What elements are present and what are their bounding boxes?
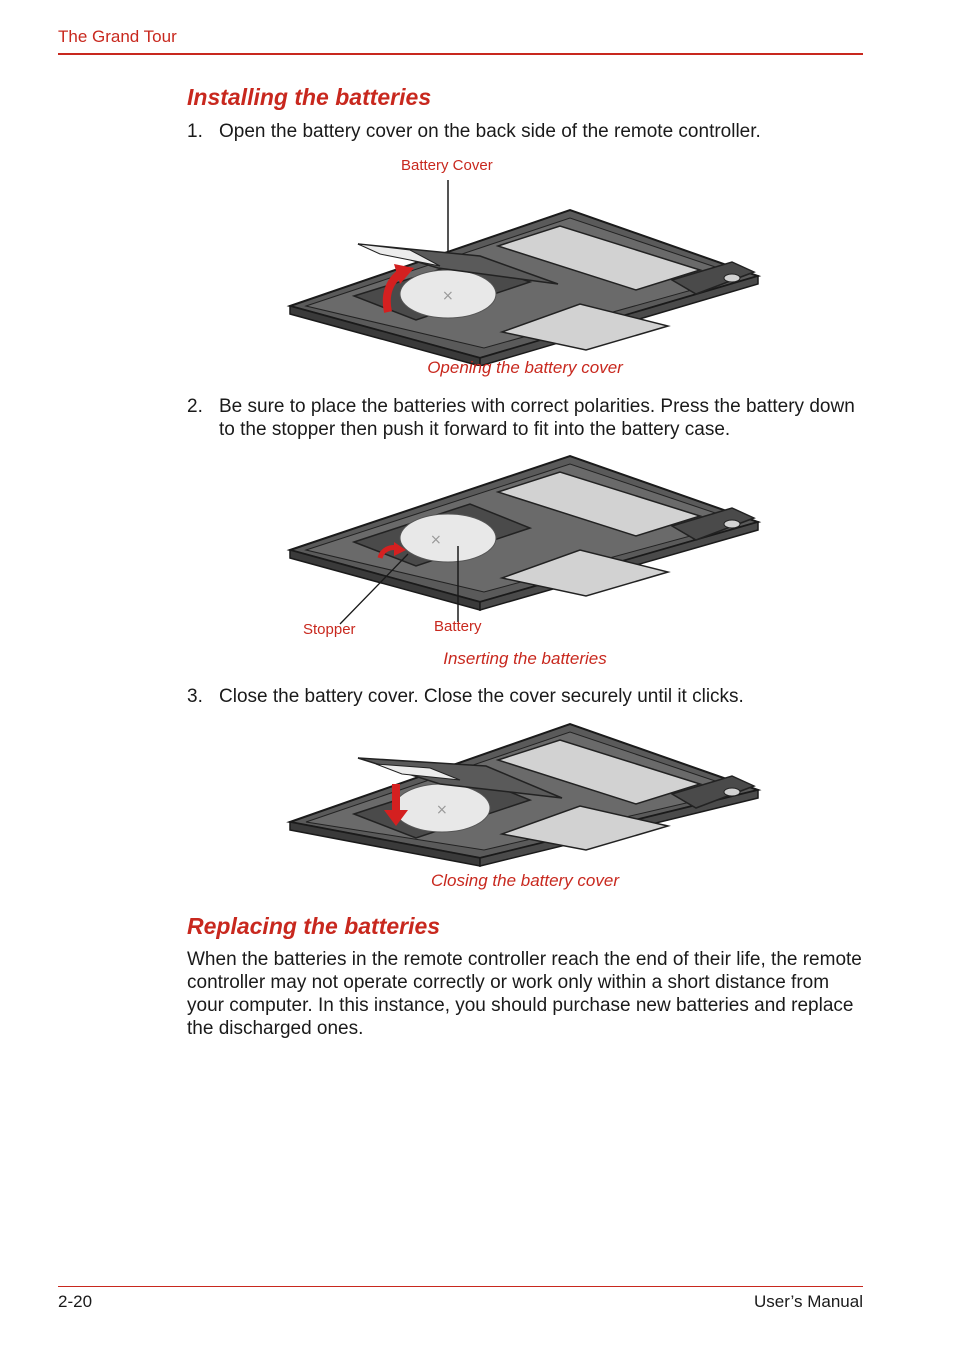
step-text: Close the battery cover. Close the cover… <box>219 686 744 707</box>
installing-heading: Installing the batteries <box>187 84 432 110</box>
header-rule <box>58 53 863 55</box>
figure-caption-closing: Closing the battery cover <box>430 871 620 890</box>
stopper-label: Stopper <box>303 621 356 638</box>
battery-cover-label: Battery Cover <box>401 157 493 174</box>
figure-caption-opening: Opening the battery cover <box>427 358 623 377</box>
step-text: Open the battery cover on the back side … <box>219 121 761 142</box>
inserting-batteries-figure: × <box>286 454 762 625</box>
small-up-arrow-icon <box>377 542 406 559</box>
down-arrow-icon <box>384 784 408 826</box>
step-number: 3. <box>187 686 203 707</box>
step-number: 2. <box>187 396 203 417</box>
svg-text:×: × <box>436 802 448 818</box>
svg-text:×: × <box>442 288 454 304</box>
footer-rule <box>58 1286 863 1287</box>
replacing-heading: Replacing the batteries <box>187 913 441 939</box>
opening-battery-cover-figure: × <box>286 180 762 366</box>
manual-title: User’s Manual <box>754 1292 863 1311</box>
step-text: Be sure to place the batteries with corr… <box>219 396 855 440</box>
page-number: 2-20 <box>58 1292 93 1311</box>
running-header: The Grand Tour <box>58 27 177 46</box>
step-number: 1. <box>187 121 203 142</box>
svg-text:×: × <box>430 532 442 548</box>
replacing-paragraph: When the batteries in the remote control… <box>187 949 862 1039</box>
up-arrow-icon <box>382 264 414 313</box>
figure-caption-inserting: Inserting the batteries <box>443 649 607 668</box>
battery-label: Battery <box>434 618 482 635</box>
closing-battery-cover-figure: × <box>286 722 762 867</box>
